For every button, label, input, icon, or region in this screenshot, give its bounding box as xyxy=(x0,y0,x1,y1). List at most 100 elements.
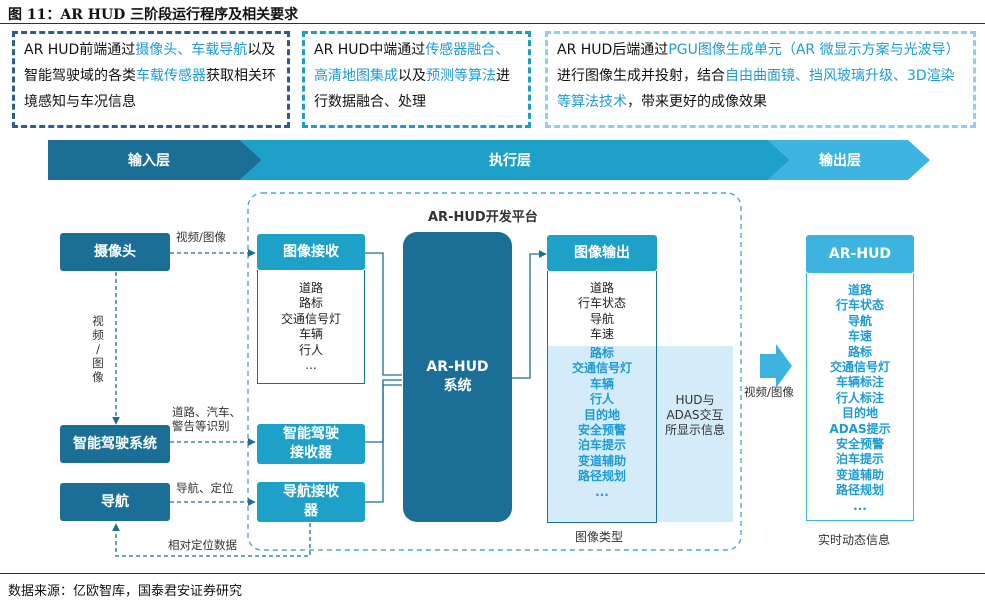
middle-highlight-2: 预测等算法 xyxy=(426,68,496,84)
front-text-1: AR HUD前端通过 xyxy=(24,42,136,58)
front-text-3: 获取相关环境感知与车况信息 xyxy=(24,68,276,110)
front-text-2: 以及智能驾驶域的各类 xyxy=(24,42,276,84)
output-arrow xyxy=(760,344,792,388)
image-receive-item: 车辆 xyxy=(298,327,323,342)
image-receive-item: 路标 xyxy=(298,296,323,311)
input-layer-label: 输入层 xyxy=(128,152,170,169)
middle-highlight-1: 传感器融合、高清地图集成 xyxy=(314,42,510,84)
middle-text-1: AR HUD中端通过 xyxy=(314,42,426,58)
footer-rule xyxy=(0,573,985,574)
ar-hud-info-item: ... xyxy=(853,498,867,513)
image-receive-item: 行人 xyxy=(298,342,323,357)
image-output-header: 图像输出 xyxy=(547,235,657,271)
back-highlight-2: 自由曲面镜、挡风玻璃升级、3D渲染等算法技术 xyxy=(557,68,955,110)
ar-hud-info-item: 目的地 xyxy=(841,406,878,421)
ar-hud-output-header: AR-HUD xyxy=(806,235,914,273)
execute-layer-chevron xyxy=(240,140,790,180)
input-layer-chevron xyxy=(48,140,262,180)
system-to-output-arrow xyxy=(512,250,547,379)
middle-text-3: 进行数据融合、处理 xyxy=(314,68,510,110)
image-receive-item: 道路 xyxy=(298,281,323,295)
image-output-highlight-item: 路径规划 xyxy=(577,469,626,484)
middle-end-description: AR HUD中端通过传感器融合、高清地图集成以及预测等算法进行数据融合、处理 xyxy=(302,31,531,128)
receive-to-system-connector xyxy=(365,252,402,376)
front-end-description: AR HUD前端通过摄像头、车载导航以及智能驾驶域的各类车载传感器获取相关环境感… xyxy=(12,31,290,128)
image-output-item: 道路 xyxy=(589,281,614,295)
ar-hud-info-item: 导航 xyxy=(847,313,872,328)
nav-position-label: 导航、定位 xyxy=(176,481,234,495)
ar-hud-info-item: 路标 xyxy=(847,344,872,359)
data-source: 数据来源：亿欧智库，国泰君安证券研究 xyxy=(8,584,243,599)
vertical-label-char: 频 xyxy=(92,328,104,342)
platform-title: AR-HUD开发平台 xyxy=(428,210,538,225)
image-output-item: 行车状态 xyxy=(577,296,626,311)
image-output-highlight-item: 行人 xyxy=(589,392,614,407)
image-output-highlight-item: 变道辅助 xyxy=(577,453,626,468)
front-highlight-2: 车载传感器 xyxy=(136,68,206,84)
adas-info-panel xyxy=(657,346,733,522)
image-receive-item: 交通信号灯 xyxy=(280,311,341,326)
back-highlight-1: PGU图像生成单元（AR 微显示方案与光波导） xyxy=(668,42,960,58)
image-receive-list: 道路路标交通信号灯车辆行人... xyxy=(257,270,365,384)
image-output-highlight-item: 泊车提示 xyxy=(577,438,626,453)
video-image-label: 视频/图像 xyxy=(176,230,226,244)
adas-info-note: HUD与ADAS交互所显示信息 xyxy=(664,393,725,437)
back-text-2: 进行图像生成并投射，结合 xyxy=(557,68,725,84)
image-output-highlight-item: 交通信号灯 xyxy=(571,361,632,376)
road-recognition-label: 道路、汽车、 警告等识别 xyxy=(172,405,241,433)
image-output-highlight-item: 安全预警 xyxy=(577,423,626,438)
image-output-item: 导航 xyxy=(589,311,614,326)
ar-hud-info-item: 行人标注 xyxy=(835,390,884,405)
figure-title: 图 11：AR HUD 三阶段运行程序及相关要求 xyxy=(8,7,299,23)
header-rule xyxy=(0,23,985,24)
output-video-label: 视频/图像 xyxy=(744,385,794,399)
layer-band: 输入层 执行层 输出层 xyxy=(48,140,930,180)
vertical-label-char: 像 xyxy=(92,370,104,384)
image-receive-header: 图像接收 xyxy=(257,234,365,270)
vertical-label-char: / xyxy=(96,342,100,356)
ar-hud-info-item: 车速 xyxy=(847,329,872,344)
vertical-video-image-label: 视 频 / 图 像 xyxy=(91,314,105,384)
image-output-item: 车速 xyxy=(589,327,614,342)
road-label-line-2: 警告等识别 xyxy=(172,419,230,433)
output-layer-label: 输出层 xyxy=(819,152,861,169)
ar-hud-system-box: AR-HUD系统 xyxy=(403,232,512,522)
ar-hud-info-item: 道路 xyxy=(847,283,872,297)
platform-frame xyxy=(247,192,742,551)
road-label-line-1: 道路、汽车、 xyxy=(172,405,241,419)
back-end-description: AR HUD后端通过PGU图像生成单元（AR 微显示方案与光波导） 进行图像生成并… xyxy=(545,31,976,128)
realtime-info-label: 实时动态信息 xyxy=(818,533,891,547)
image-receive-item: ... xyxy=(305,358,317,373)
image-output-highlight-item: ... xyxy=(595,484,609,499)
execute-layer-label: 执行层 xyxy=(489,152,531,169)
vertical-label-char: 图 xyxy=(92,356,104,370)
adas-system-box: 智能驾驶系统 xyxy=(60,425,170,463)
back-text-1: AR HUD后端通过 xyxy=(557,42,669,58)
nav-receiver-to-system-connector xyxy=(365,384,402,503)
ar-hud-info-item: 安全预警 xyxy=(835,437,884,452)
ar-hud-info-item: 路径规划 xyxy=(835,483,884,498)
middle-text-2: 以及 xyxy=(398,68,426,84)
image-output-list: 道路行车状态导航车速 路标交通信号灯车辆行人目的地安全预警泊车提示变道辅助路径规… xyxy=(547,271,657,523)
vertical-label-char: 视 xyxy=(92,314,104,328)
ar-hud-info-item: 变道辅助 xyxy=(835,467,884,482)
ar-hud-info-item: 行车状态 xyxy=(835,298,884,313)
nav-receiver-box: 导航接收器 xyxy=(257,482,365,522)
ar-hud-info-item: 交通信号灯 xyxy=(829,360,890,375)
back-text-3: ，带来更好的成像效果 xyxy=(627,94,767,110)
image-output-highlight-item: 目的地 xyxy=(583,407,620,422)
image-output-highlight-item: 路标 xyxy=(589,346,614,360)
front-highlight-1: 摄像头、车载导航 xyxy=(135,42,248,58)
camera-box: 摄像头 xyxy=(60,233,170,271)
ar-hud-info-item: ADAS提示 xyxy=(829,421,891,436)
navigation-box: 导航 xyxy=(60,483,170,521)
ar-hud-info-item: 泊车提示 xyxy=(835,452,884,467)
relative-position-arrow xyxy=(112,523,311,557)
image-type-label: 图像类型 xyxy=(575,530,624,544)
adas-receiver-box: 智能驾驶接收器 xyxy=(257,424,365,464)
relative-position-label: 相对定位数据 xyxy=(168,538,237,552)
output-layer-chevron xyxy=(768,140,930,180)
ar-hud-info-item: 车辆标注 xyxy=(835,375,884,390)
